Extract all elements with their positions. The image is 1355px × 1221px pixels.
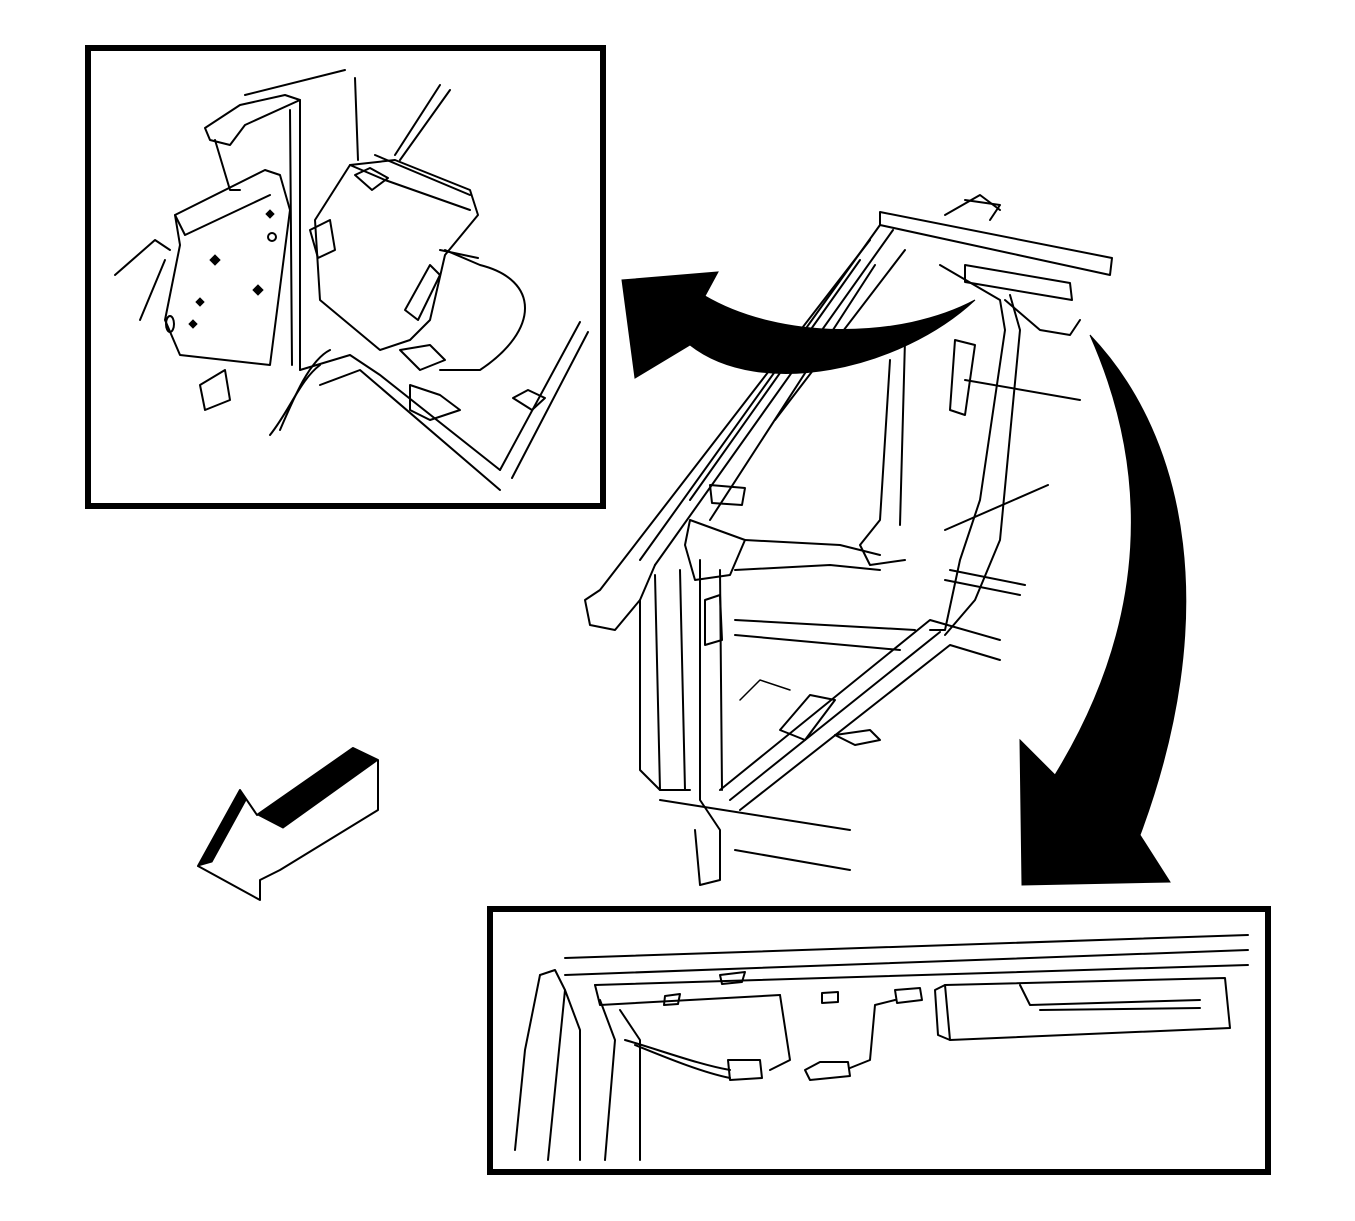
detail-inset-top-left [85,45,606,509]
curved-arrow-to-bottom-detail [1019,334,1187,886]
detail-inset-bottom-right [487,906,1271,1175]
main-vehicle-view [584,194,1113,886]
front-direction-arrow [196,747,379,901]
curved-arrow-to-top-detail [621,271,976,379]
